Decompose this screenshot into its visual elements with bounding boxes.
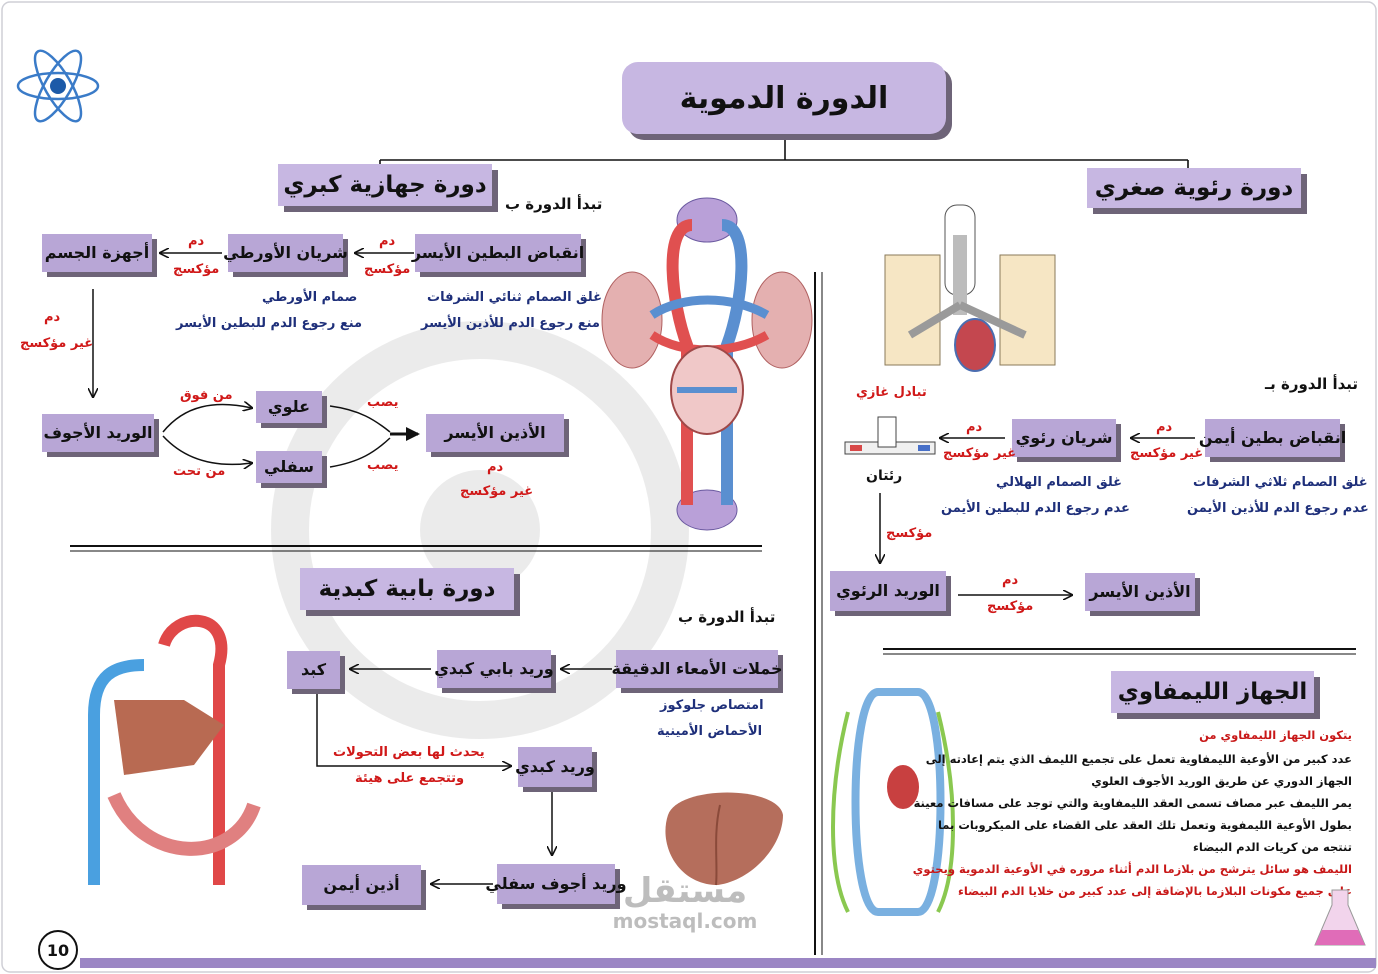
label-deoxy: غير مؤكسج <box>943 446 1017 461</box>
box-lv-contraction: انقباض البطين الأيسر <box>412 234 584 272</box>
watermark-stethoscope-icon <box>271 321 689 739</box>
box-liver: كبد <box>287 651 340 689</box>
box-lower: سفلي <box>256 451 322 483</box>
note-aortic-prevent: منع رجوع الدم للبطين الأيسر <box>176 316 363 331</box>
label-oxy: مؤكسج <box>364 262 411 277</box>
page-title: الدورة الدموية <box>622 62 946 134</box>
box-left-atrium-pulmonary: الأذين الأيسر <box>1085 573 1195 611</box>
label-gas-exchange: تبادل غازي <box>856 385 927 400</box>
lymph-line6: الليمف هو سائل يترشح من بلازما الدم أثنا… <box>912 862 1352 876</box>
box-right-atrium: أذين أيمن <box>302 865 421 905</box>
label-blood: دم <box>1156 420 1173 435</box>
box-left-atrium-systemic: الأذين الأيسر <box>426 414 564 452</box>
lymph-line2: الجهاز الدوري عن طريق الوريد الأجوف العل… <box>1091 774 1352 788</box>
lymph-line1: عدد كبير من الأوعية الليمفاوية تعمل على … <box>925 752 1352 766</box>
label-deoxy: غير مؤكسج <box>1130 446 1204 461</box>
label-lungs: رئتان <box>866 468 903 484</box>
box-body-organs: أجهزة الجسم <box>42 234 152 272</box>
note-absorb-amino: الأحماض الأمينية <box>657 724 763 739</box>
note-mitral: غلق الصمام ثنائي الشرفات <box>427 290 602 305</box>
note-tricuspid-prevent: عدم رجوع الدم للأذين الأيمن <box>1187 501 1369 516</box>
lymph-line4: بطول الأوعية الليمفوية وتعمل تلك العقد ع… <box>937 818 1352 832</box>
note-semilunar: غلق الصمام الهلالي <box>996 475 1123 490</box>
note-aortic: صمام الأورطي <box>262 290 358 305</box>
liver-image <box>665 792 783 886</box>
label-oxy: مؤكسج <box>987 599 1034 614</box>
box-villi: خملات الأمعاء الدقيقة <box>611 650 783 688</box>
label-deoxy: غير مؤكسج <box>460 484 534 499</box>
box-inferior-vena-cava: وريد أجوف سفلي <box>485 864 627 904</box>
note-absorb-glucose: امتصاص جلوكوز <box>660 698 764 713</box>
atom-icon <box>16 49 100 123</box>
pulmonary-header: دورة رئوية صغري <box>1087 168 1301 208</box>
label-blood: دم <box>966 420 983 435</box>
lymphatic-diagram <box>831 688 955 916</box>
circulation-diagram <box>601 197 813 531</box>
lymph-line3: يمر الليمف عبر مصاف تسمى العقد الليمفاوي… <box>913 796 1352 810</box>
box-hepatic-portal-vein: وريد بابي كبدي <box>434 650 554 688</box>
box-aorta: شريان الأورطي <box>223 234 348 272</box>
box-vena-cava: الوريد الأجوف <box>42 414 154 452</box>
systemic-header: دورة جهازية كبري <box>278 164 492 206</box>
label-pours: يصب <box>367 458 399 473</box>
label-blood: دم <box>379 234 396 249</box>
flask-icon <box>1314 889 1366 946</box>
systemic-starts: تبدأ الدورة ب <box>505 195 603 213</box>
lungs-diagram <box>884 204 1056 372</box>
note-changes: يحدث لها بعض التحولات <box>333 745 485 760</box>
label-blood: دم <box>487 460 504 475</box>
pulmonary-starts: تبدأ الدورة بـ <box>1265 375 1359 393</box>
watermark-line2: mostaql.com <box>612 909 758 933</box>
label-from-below: من تحت <box>173 464 226 479</box>
label-blood: دم <box>1002 573 1019 588</box>
lymphatic-header: الجهاز الليمفاوي <box>1111 671 1314 713</box>
box-hepatic-vein: وريد كبدي <box>515 747 595 787</box>
box-pulmonary-vein: الوريد الرئوي <box>830 571 946 611</box>
page-number-badge: 10 <box>38 930 78 970</box>
watermark <box>250 300 810 820</box>
lymph-intro: يتكون الجهاز الليمفاوي من <box>1199 728 1352 742</box>
portal-header: دورة بابية كبدية <box>300 568 514 610</box>
page-number: 10 <box>46 940 70 960</box>
note-tricuspid: غلق الصمام ثلاثي الشرفات <box>1193 475 1368 490</box>
label-deoxy: غير مؤكسج <box>20 336 94 351</box>
note-mitral-prevent: منع رجوع الدم للأذين الأيسر <box>421 316 600 331</box>
note-collect: وتتجمع على هيئة <box>355 771 465 786</box>
label-pours: يصب <box>367 395 399 410</box>
box-upper: علوي <box>256 391 322 423</box>
label-blood: دم <box>44 310 61 325</box>
box-pulmonary-artery: شريان رئوي <box>1012 419 1116 457</box>
box-rv-contraction: انقباض بطين أيمن <box>1199 419 1346 457</box>
label-from-above: من فوق <box>180 388 233 403</box>
label-oxy: مؤكسج <box>173 262 220 277</box>
lymph-line5: تنتجه من كريات الدم البيضاء <box>1193 840 1352 854</box>
label-blood: دم <box>188 234 205 249</box>
label-oxy: مؤكسج <box>886 526 933 541</box>
portal-starts: تبدأ الدورة ب <box>678 608 776 626</box>
lymph-line7: على جميع مكونات البلازما بالإضافة إلى عد… <box>957 884 1352 898</box>
note-semilunar-prevent: عدم رجوع الدم للبطين الأيمن <box>941 501 1130 516</box>
liver-circulation-diagram <box>88 614 261 885</box>
gas-exchange-icon <box>844 416 936 455</box>
